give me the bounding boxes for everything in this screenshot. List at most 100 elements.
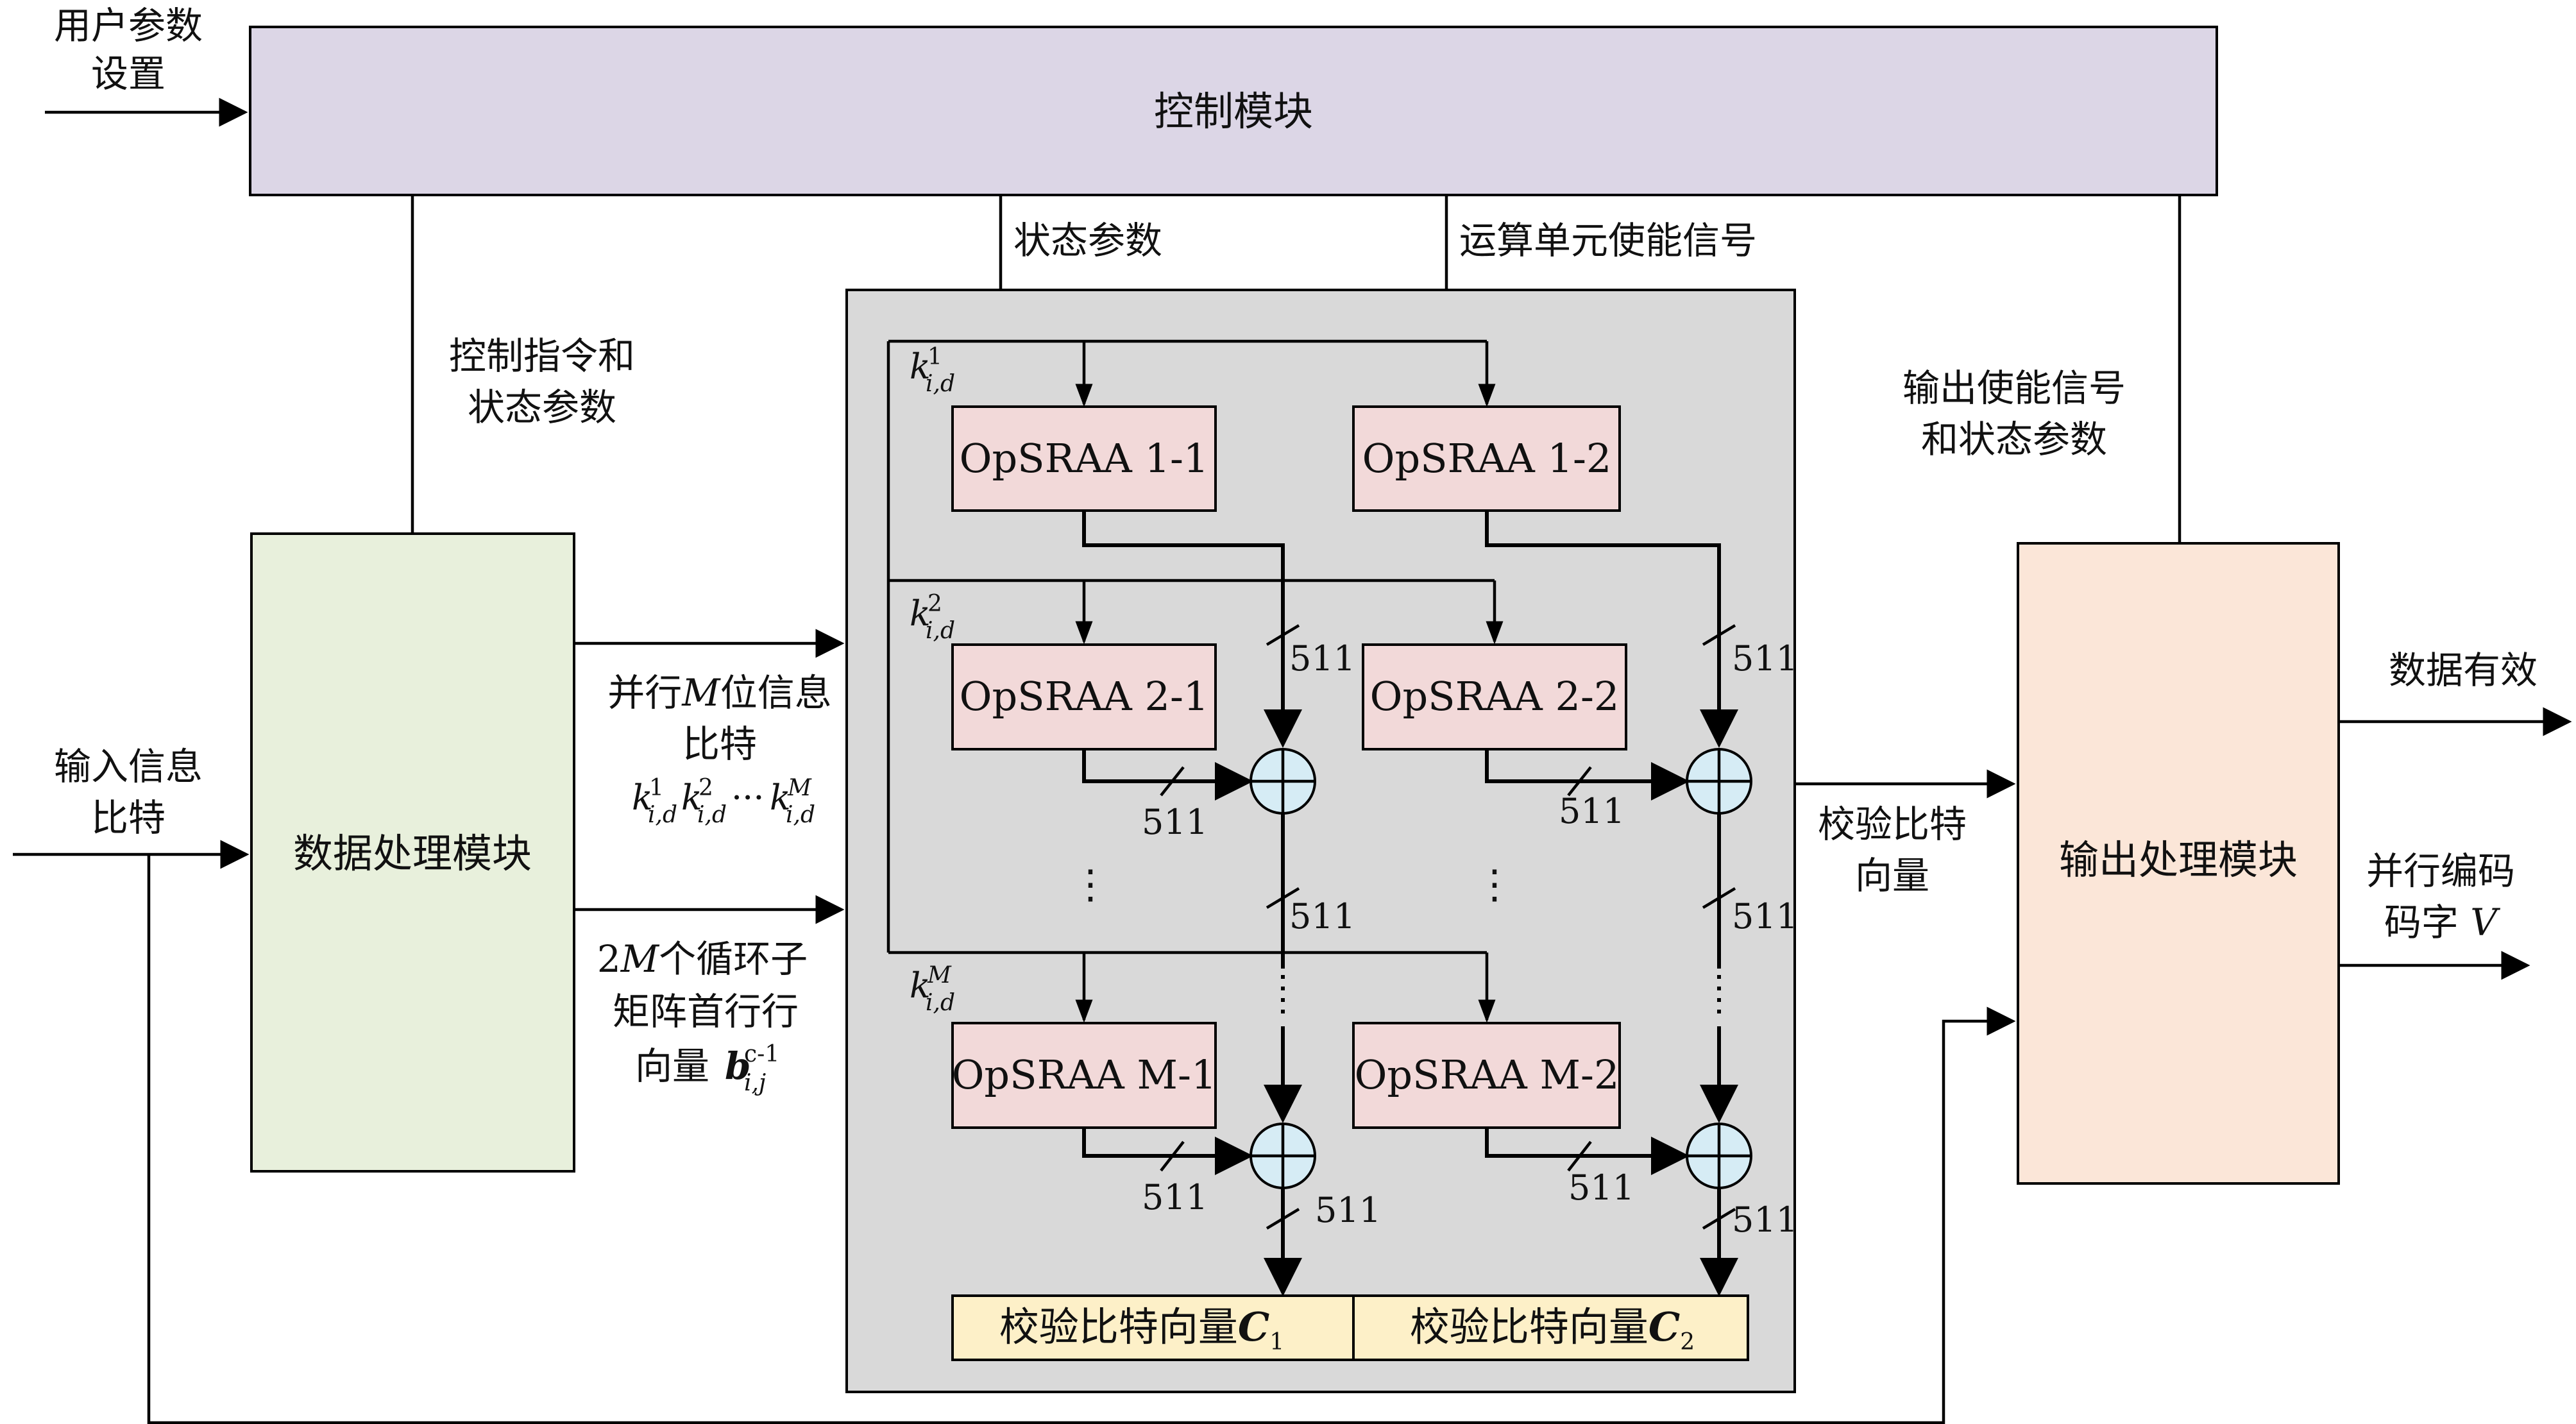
svg-text:k: k bbox=[910, 346, 931, 387]
col1-width-4: 511 bbox=[1142, 1177, 1208, 1217]
col2-slash-2 bbox=[1567, 766, 1592, 797]
col2-rM-output bbox=[1485, 1128, 1690, 1175]
col2-width-5: 511 bbox=[1732, 1199, 1798, 1240]
opsraa-M-1-box bbox=[951, 1022, 1217, 1129]
opsraa-M-1-label: OpSRAA M-1 bbox=[952, 1051, 1217, 1098]
svg-text:i,d: i,d bbox=[926, 371, 955, 397]
col1-width-3: 511 bbox=[1289, 896, 1355, 937]
opsraa-1-1-box bbox=[951, 405, 1217, 512]
k1-bus bbox=[886, 339, 1487, 953]
opsraa-M-2-box bbox=[1352, 1022, 1621, 1129]
col2-xor-1-cross bbox=[1687, 749, 1751, 813]
codeword-label-1: 并行编码 bbox=[2366, 849, 2515, 893]
cyclic-rows-label-1: 2M个循环子 bbox=[597, 937, 808, 981]
svg-text:i,d: i,d bbox=[697, 802, 727, 828]
svg-text:k: k bbox=[770, 777, 791, 818]
kM-label: k M i,d bbox=[910, 962, 955, 1016]
svg-text:i,d: i,d bbox=[786, 802, 815, 828]
k-vector-label: k 1 i,d k 2 i,d ··· k M i,d bbox=[632, 775, 815, 828]
col1-width-2: 511 bbox=[1142, 802, 1208, 842]
input-bits-label-1: 输入信息 bbox=[54, 745, 203, 788]
col1-slash-4 bbox=[1160, 1140, 1185, 1172]
col1-slash-5 bbox=[1266, 1208, 1300, 1230]
col2-width-4: 511 bbox=[1568, 1167, 1634, 1208]
ctrl-cmd-label-1: 控制指令和 bbox=[449, 334, 635, 378]
svg-text:M: M bbox=[787, 775, 812, 801]
output-processing-module-label: 输出处理模块 bbox=[2059, 836, 2298, 883]
svg-text:k: k bbox=[681, 777, 702, 818]
col2-width-1: 511 bbox=[1732, 638, 1798, 679]
data-valid-label: 数据有效 bbox=[2389, 648, 2538, 692]
col2-r1-output bbox=[1485, 511, 1738, 748]
opsraa-1-1-label: OpSRAA 1-1 bbox=[960, 435, 1209, 482]
svg-text:M: M bbox=[927, 962, 952, 988]
control-module-box bbox=[249, 26, 2218, 196]
state-params-label: 状态参数 bbox=[1013, 219, 1162, 262]
col2-slash-4 bbox=[1567, 1140, 1592, 1172]
col2-row-ellipsis: ⋮ bbox=[1475, 861, 1514, 908]
check-vector-c2-label: 校验比特向量C2 bbox=[1410, 1303, 1695, 1355]
svg-text:i,d: i,d bbox=[926, 990, 955, 1016]
col1-r2-output bbox=[1082, 749, 1253, 801]
parallel-bits-label-1: 并行M位信息 bbox=[607, 671, 831, 715]
svg-text:b: b bbox=[725, 1044, 751, 1088]
codeword-label-2: 码字 V bbox=[2384, 901, 2500, 944]
svg-text:k: k bbox=[910, 593, 931, 634]
data-processing-module-label: 数据处理模块 bbox=[293, 830, 532, 877]
col2-slash-1 bbox=[1702, 624, 1736, 646]
input-bits-label-2: 比特 bbox=[91, 796, 165, 840]
opsraa-1-2-label: OpSRAA 1-2 bbox=[1362, 435, 1612, 482]
col2-width-3: 511 bbox=[1732, 896, 1798, 937]
col2-r2-output bbox=[1485, 749, 1690, 801]
svg-text:i,d: i,d bbox=[926, 618, 955, 644]
opsraa-2-2-label: OpSRAA 2-2 bbox=[1370, 673, 1620, 720]
opsraa-M-2-label: OpSRAA M-2 bbox=[1355, 1051, 1620, 1098]
svg-text:1: 1 bbox=[928, 344, 942, 370]
svg-text:向量: 向量 bbox=[635, 1044, 709, 1088]
out-enable-label-2: 和状态参数 bbox=[1921, 418, 2107, 461]
svg-text:c-1: c-1 bbox=[744, 1041, 779, 1067]
col1-width-5: 511 bbox=[1315, 1190, 1381, 1230]
data-processing-module-box bbox=[250, 532, 575, 1173]
check-vector-c1-label: 校验比特向量C1 bbox=[999, 1303, 1284, 1355]
k2-label: k 2 i,d bbox=[910, 591, 955, 644]
svg-text:k: k bbox=[632, 777, 653, 818]
parallel-bits-label-2: 比特 bbox=[682, 722, 757, 766]
col2-slash-3 bbox=[1702, 887, 1736, 909]
check-vector-label-1: 校验比特 bbox=[1818, 802, 1967, 846]
unit-enable-label: 运算单元使能信号 bbox=[1459, 219, 1757, 262]
user-params-label-1: 用户参数 bbox=[54, 4, 203, 47]
col1-slash-2 bbox=[1160, 766, 1185, 797]
control-module-label: 控制模块 bbox=[1154, 88, 1313, 135]
ctrl-cmd-label-2: 状态参数 bbox=[468, 386, 616, 429]
user-params-label-2: 设置 bbox=[91, 52, 165, 96]
col1-width-1: 511 bbox=[1289, 638, 1355, 679]
svg-text:k: k bbox=[910, 965, 931, 1006]
svg-text:2: 2 bbox=[699, 775, 713, 801]
check-vector-c2-box bbox=[1352, 1294, 1749, 1361]
col2-width-2: 511 bbox=[1559, 791, 1625, 831]
bypass-line bbox=[147, 854, 2016, 1424]
svg-text:i,d: i,d bbox=[648, 802, 677, 828]
cyclic-rows-label-2: 矩阵首行行 bbox=[613, 990, 799, 1033]
col1-slash-1 bbox=[1266, 624, 1300, 646]
k1-label: k 1 i,d bbox=[910, 344, 955, 397]
opsraa-2-2-box bbox=[1362, 643, 1627, 750]
cyclic-rows-label-3: 向量 b c-1 i,j bbox=[635, 1041, 779, 1096]
col2-xor-M-cross bbox=[1687, 1124, 1751, 1188]
opsraa-2-1-label: OpSRAA 2-1 bbox=[960, 673, 1209, 720]
col1-rM-output bbox=[1082, 1128, 1253, 1175]
check-vector-label-2: 向量 bbox=[1855, 854, 1929, 897]
col2-slash-5 bbox=[1702, 1208, 1736, 1230]
col1-slash-3 bbox=[1266, 887, 1300, 909]
col1-r1-output bbox=[1082, 511, 1302, 748]
svg-text:2: 2 bbox=[928, 591, 942, 617]
svg-text:i,j: i,j bbox=[744, 1070, 766, 1096]
col1-row-ellipsis: ⋮ bbox=[1071, 861, 1110, 908]
col1-xor-M-cross bbox=[1251, 1124, 1315, 1188]
out-enable-label-1: 输出使能信号 bbox=[1902, 366, 2126, 410]
opsraa-2-1-box bbox=[951, 643, 1217, 750]
svg-text:···: ··· bbox=[731, 777, 765, 818]
svg-text:1: 1 bbox=[649, 775, 664, 801]
